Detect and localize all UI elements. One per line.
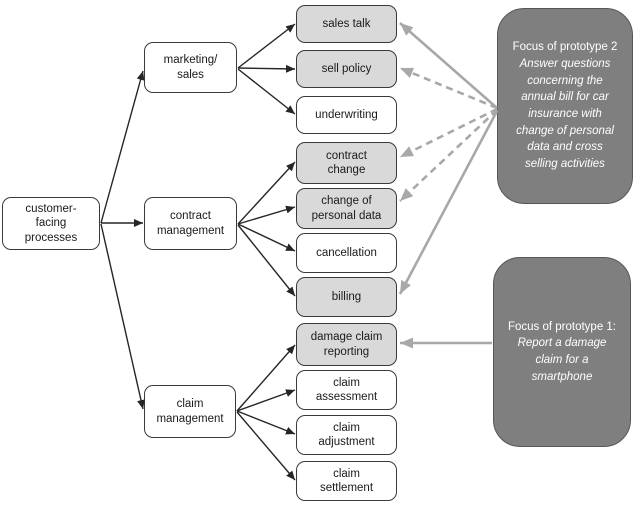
node-contract-management: contract management bbox=[144, 197, 237, 250]
focus-box-prototype-2: Focus of prototype 2 Answer questions con… bbox=[497, 8, 633, 204]
focus-body-prototype-1: Report a damage claim for a smartphone bbox=[517, 337, 607, 383]
node-change-of-personal-data: change of personal data bbox=[296, 188, 397, 229]
node-claim-settlement: claim settlement bbox=[296, 461, 397, 501]
node-sales-talk: sales talk bbox=[296, 5, 397, 43]
node-marketing-sales: marketing/ sales bbox=[144, 42, 237, 93]
focus-body-prototype-2: Answer questions concerning the annual b… bbox=[516, 57, 614, 171]
node-underwriting: underwriting bbox=[296, 96, 397, 134]
node-billing: billing bbox=[296, 277, 397, 317]
focus-box-prototype-1: Focus of prototype 1: Report a damage cla… bbox=[493, 257, 631, 447]
focus-title-prototype-2: Focus of prototype 2 bbox=[512, 41, 618, 54]
node-claim-assessment: claim assessment bbox=[296, 370, 397, 410]
node-customer-facing-processes: customer- facing processes bbox=[2, 197, 100, 250]
node-sell-policy: sell policy bbox=[296, 50, 397, 88]
focus-title-prototype-1: Focus of prototype 1: bbox=[507, 320, 617, 333]
node-damage-claim-reporting: damage claim reporting bbox=[296, 323, 397, 366]
node-contract-change: contract change bbox=[296, 142, 397, 184]
node-cancellation: cancellation bbox=[296, 233, 397, 273]
node-claim-management: claim management bbox=[144, 385, 236, 438]
node-claim-adjustment: claim adjustment bbox=[296, 415, 397, 455]
